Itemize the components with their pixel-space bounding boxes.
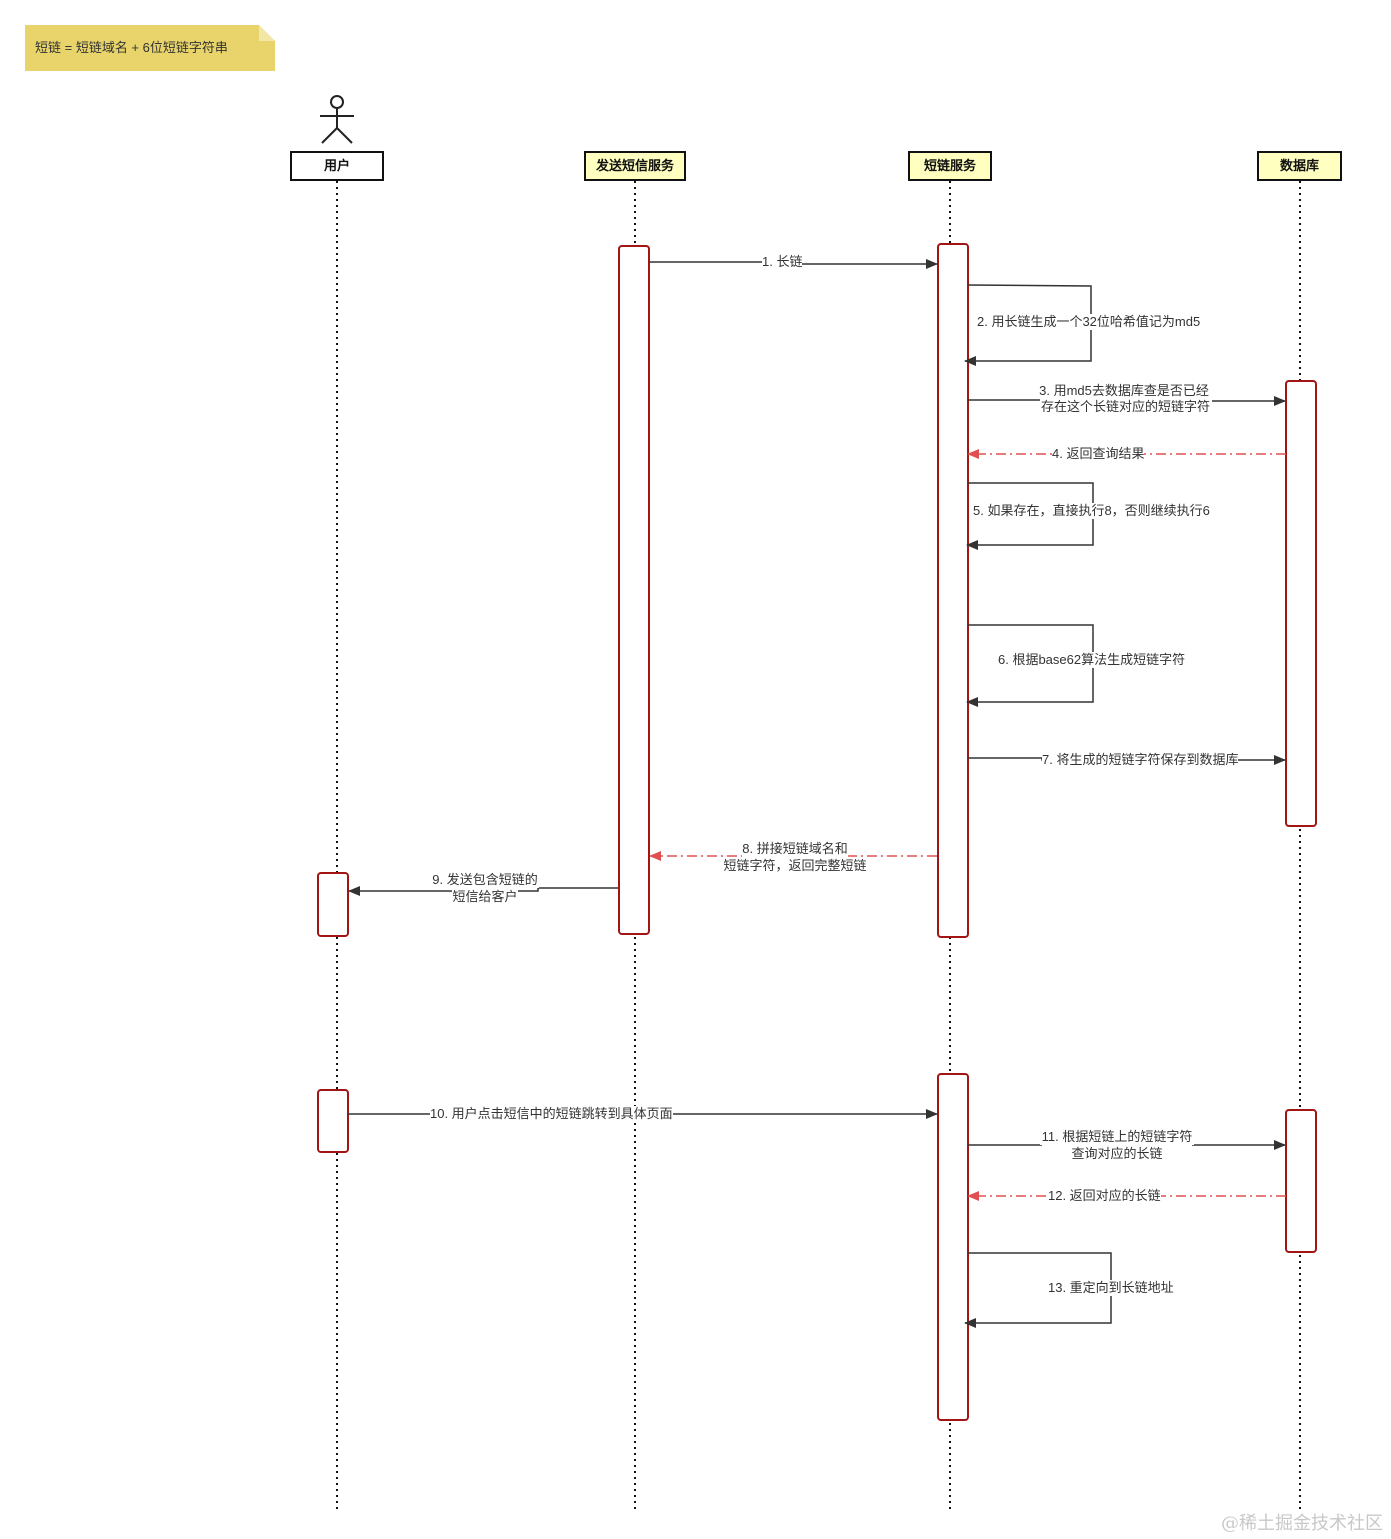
arrow-m9 [348,886,618,896]
activation-sms-service [618,245,650,935]
message-label-10: 10. 用户点击短信中的短链跳转到具体页面 [430,1106,673,1122]
message-label-1: 1. 长链 [762,254,803,270]
watermark: @稀土掘金技术社区 [1221,1513,1383,1534]
participant-user: 用户 [290,151,384,181]
message-label-11-line-1: 11. 根据短链上的短链字符 [1040,1129,1194,1145]
arrow-m3 [968,400,1285,401]
message-label-11-line-2: 查询对应的长链 [1071,1146,1163,1162]
message-label-9-line-1: 9. 发送包含短链的 [431,872,539,888]
participant-database: 数据库 [1257,151,1342,181]
participant-sms-service: 发送短信服务 [584,151,686,181]
message-label-5: 5. 如果存在，直接执行8，否则继续执行6 [973,503,1210,519]
message-label-3-line-2: 存在这个长链对应的短链字符 [1041,399,1211,415]
activation-user-2 [317,1089,349,1153]
message-label-3: 3. 用md5去数据库查是否已经 存在这个长链对应的短链字符 [1038,383,1211,415]
activation-short-link-service-1 [937,243,969,938]
activation-user-1 [317,872,349,937]
message-label-7: 7. 将生成的短链字符保存到数据库 [1042,752,1239,768]
message-label-9: 9. 发送包含短链的 短信给客户 [431,872,539,906]
message-label-11: 11. 根据短链上的短链字符 查询对应的长链 [1040,1129,1194,1163]
message-label-8: 8. 拼接短链域名和 短链字符，返回完整短链 [722,840,868,874]
note-short-link-formula: 短链 = 短链域名 + 6位短链字符串 [25,25,275,71]
message-label-6: 6. 根据base62算法生成短链字符 [998,652,1186,668]
message-label-13: 13. 重定向到长链地址 [1048,1280,1174,1296]
activation-short-link-service-2 [937,1073,969,1421]
message-label-8-line-1: 8. 拼接短链域名和 [742,841,848,857]
message-label-3-line-1: 3. 用md5去数据库查是否已经 [1038,383,1211,399]
actor-stick-figure-icon [320,95,354,144]
message-label-9-line-2: 短信给客户 [452,889,518,905]
message-label-8-line-2: 短链字符，返回完整短链 [722,858,868,874]
participant-short-link-service: 短链服务 [908,151,992,181]
activation-database-1 [1285,380,1317,827]
message-label-2: 2. 用长链生成一个32位哈希值记为md5 [977,314,1201,330]
message-label-12: 12. 返回对应的长链 [1048,1188,1161,1204]
message-label-4: 4. 返回查询结果 [1052,446,1145,462]
activation-database-2 [1285,1109,1317,1253]
